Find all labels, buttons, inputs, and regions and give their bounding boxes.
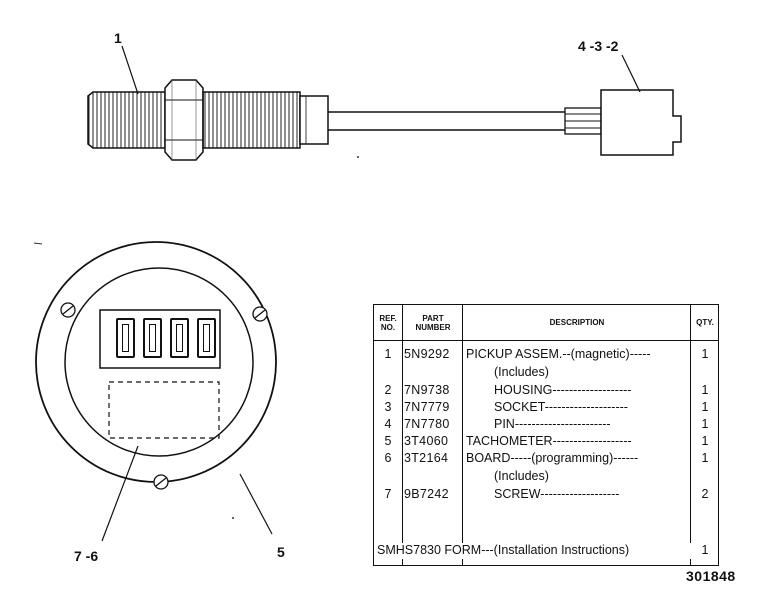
table-row: 5 3T4060 TACHOMETER------------------- 1: [384, 434, 709, 448]
digit-3: [170, 318, 189, 358]
table-row: 4 7N7780 PIN----------------------- 1: [384, 417, 709, 431]
header-qty: QTY.: [696, 318, 714, 327]
header-part-number: PART NUMBER: [415, 313, 451, 332]
callout-1: 1: [114, 30, 122, 46]
parts-table: REF. NO. PART NUMBER DESCRIPTION QTY. 1 …: [373, 304, 719, 566]
pickup-thread-right: [202, 91, 301, 149]
table-row: 1 5N9292 PICKUP ASSEM.--(magnetic)----- …: [384, 347, 709, 361]
screw-bottom-icon: [153, 474, 169, 490]
table-row: 7 9B7242 SCREW------------------- 2: [384, 487, 709, 501]
leader-1: [121, 45, 139, 95]
screw-right-icon: [252, 306, 268, 322]
digit-1: [116, 318, 135, 358]
digit-4: [197, 318, 216, 358]
magnetic-pickup: [87, 79, 682, 161]
table-row: 6 3T2164 BOARD-----(programming)------ 1: [384, 451, 709, 465]
col-divider-part: [462, 305, 463, 565]
header-description: DESCRIPTION: [549, 318, 605, 327]
table-row: (Includes): [494, 469, 549, 483]
callout-5: 5: [277, 544, 285, 560]
col-divider-desc: [690, 305, 691, 565]
pickup-thread-left: [87, 91, 166, 149]
table-row-form: SMHS7830 FORM---(Installation Instructio…: [374, 543, 718, 559]
pickup-connector: [600, 89, 682, 156]
tachometer: [35, 241, 277, 490]
table-row: 2 7N9738 HOUSING------------------- 1: [384, 383, 709, 397]
callout-4-3-2: 4 -3 -2: [578, 38, 619, 54]
programming-board-outline: [108, 381, 220, 439]
leader-5: [239, 473, 273, 535]
col-divider-ref: [402, 305, 403, 565]
leader-4-3-2: [621, 54, 641, 93]
screw-left-icon: [60, 302, 76, 318]
digit-2: [143, 318, 162, 358]
figure-number: 301848: [686, 568, 736, 584]
tachometer-digits: [116, 318, 216, 362]
pickup-hex-nut: [164, 79, 204, 161]
table-row: 3 7N7779 SOCKET-------------------- 1: [384, 400, 709, 414]
leader-7-6: [101, 445, 139, 542]
table-row: (Includes): [494, 365, 549, 379]
header-ref: REF. NO.: [379, 313, 397, 332]
callout-7-6: 7 -6: [74, 548, 99, 564]
